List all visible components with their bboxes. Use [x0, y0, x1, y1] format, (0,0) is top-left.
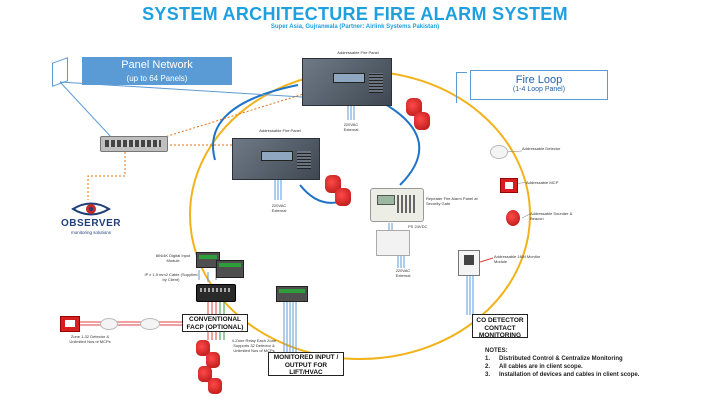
fire-loop-title: Fire Loop — [515, 74, 563, 86]
conventional-mcp-glass — [65, 320, 75, 327]
detector-icon — [490, 145, 508, 159]
note-text: Distributed Control & Centralize Monitor… — [499, 356, 623, 362]
repeater-display — [377, 195, 395, 205]
conventional-sounder-icon — [198, 366, 212, 382]
conventional-panel — [196, 284, 236, 302]
monitor-module-face — [464, 255, 474, 265]
co-detector-line3: MONITORING — [478, 332, 522, 339]
sounder-beacon-icon — [506, 210, 520, 226]
fire-loop-box: Fire Loop (1-4 Loop Panel) — [470, 70, 608, 100]
panel-mid-label: Addressable Fire Panel — [259, 128, 301, 133]
co-detector-box: CO DETECTOR CONTACT MONITORING — [472, 314, 528, 339]
power-supply-label: PS 24VDC — [408, 224, 428, 229]
notes-heading: NOTES: — [485, 348, 508, 354]
mcp-glass — [505, 182, 513, 189]
co-detector-line2: CONTACT — [484, 324, 516, 332]
fire-loop-bracket — [456, 72, 467, 103]
zone-label: Zone 1-32 Detector & Unlimited Nos of MC… — [69, 334, 111, 344]
power-repeater-label: 220VAC External — [395, 268, 411, 278]
network-link-line-2 — [59, 81, 113, 139]
monitored-io-module — [276, 286, 308, 302]
switch-ports — [105, 140, 161, 147]
repeater-keys — [397, 195, 417, 213]
monitored-io-line2: OUTPUT FOR — [284, 361, 328, 369]
cable-label: IP x 1.5 mm2 Cable (Supplied by Client) — [144, 272, 198, 282]
addressable-fire-panel-top — [302, 58, 392, 106]
notes-block: NOTES: 1. Distributed Control & Centraliz… — [485, 347, 639, 379]
conventional-mcp-icon — [60, 316, 80, 332]
observer-logo: OBSERVER monitoring solutions — [58, 198, 124, 238]
monitored-io-terminal — [279, 289, 305, 293]
power-supply — [376, 230, 410, 256]
panel-network-title: Panel Network — [121, 59, 193, 71]
sounder-label: Addressable Sounder & Beacon — [530, 211, 573, 221]
repeater-panel — [370, 188, 424, 222]
io-module-b-terminal — [219, 263, 241, 267]
power-top-label: 220VAC External — [343, 122, 359, 132]
relay-label: 4-Zone Relay Each Zone Supports 32 Detec… — [231, 338, 277, 353]
panel-top-display — [333, 73, 365, 83]
conventional-facp-line2: FACP (OPTIONAL) — [186, 323, 244, 331]
conventional-detector-icon — [140, 318, 160, 330]
monitored-io-box: MONITORED INPUT / OUTPUT FOR LIFT/HVAC — [268, 352, 344, 376]
sounder-icon — [414, 112, 430, 130]
page-subtitle: Super Asia, Gujranwala (Partner: Airlink… — [270, 24, 440, 30]
network-arc-top — [212, 84, 299, 161]
power-mid-label: 220VAC External — [271, 203, 287, 213]
panel-mid-keys — [297, 151, 311, 169]
note-item: 1. Distributed Control & Centralize Monit… — [485, 355, 639, 363]
note-text: All cables are in client scope. — [499, 364, 583, 370]
monitor-module-icon — [458, 250, 480, 276]
mcp-label: Addressable MCP — [526, 180, 559, 185]
sounder-icon — [406, 98, 422, 116]
addressable-fire-panel-mid — [232, 138, 320, 180]
io-module-a-terminal — [199, 255, 217, 259]
conventional-panel-terminals — [200, 288, 232, 292]
io-module-label: 8IN/4K Digital Input Module — [155, 253, 191, 263]
panel-mid-display — [261, 151, 293, 161]
panel-network-box: Panel Network (up to 64 Panels) — [82, 57, 232, 85]
observer-tagline: monitoring solutions — [70, 230, 112, 235]
monitored-io-line1: MONITORED INPUT / — [273, 354, 339, 361]
monitored-io-line3: LIFT/HVAC — [289, 369, 323, 376]
repeater-label: Repeater Fire Alarm Panel at Security Ga… — [426, 196, 478, 206]
observer-wordmark: OBSERVER — [61, 218, 121, 229]
note-number: 2. — [485, 364, 491, 370]
sounder-icon — [335, 188, 351, 206]
mcp-icon — [500, 178, 518, 193]
conventional-sounder-icon — [208, 378, 222, 394]
io-module-b — [216, 260, 244, 278]
panel-top-label: Addressable Fire Panel — [337, 50, 379, 55]
switch-to-observer-link — [87, 152, 126, 200]
co-detector-line1: CO DETECTOR — [476, 317, 524, 324]
observer-eye-icon — [71, 202, 111, 216]
note-number: 1. — [485, 356, 491, 362]
note-number: 3. — [485, 372, 491, 378]
conventional-sounder-icon — [206, 352, 220, 368]
conventional-facp-line1: CONVENTIONAL — [189, 316, 241, 323]
network-switch — [100, 136, 168, 152]
conventional-detector-icon — [100, 318, 118, 330]
note-item: 3. Installation of devices and cables in … — [485, 371, 639, 379]
switch-to-panel-top-link — [154, 91, 311, 141]
panel-network-subtitle: (up to 64 Panels) — [126, 74, 188, 83]
detector-label: Addressable Detector — [522, 146, 561, 151]
note-text: Installation of devices and cables in cl… — [499, 372, 640, 378]
conventional-facp-box: CONVENTIONAL FACP (OPTIONAL) — [182, 314, 248, 332]
page-title: SYSTEM ARCHITECTURE FIRE ALARM SYSTEM — [142, 4, 568, 24]
panel-top-keys — [369, 73, 383, 93]
fire-loop-subtitle: (1-4 Loop Panel) — [512, 86, 566, 93]
conventional-sounder-icon — [196, 340, 210, 356]
note-item: 2. All cables are in client scope. — [485, 363, 639, 371]
monitor-module-label: Addressable 16IN Monitor Module — [494, 254, 541, 264]
network-arc-right — [384, 103, 421, 186]
